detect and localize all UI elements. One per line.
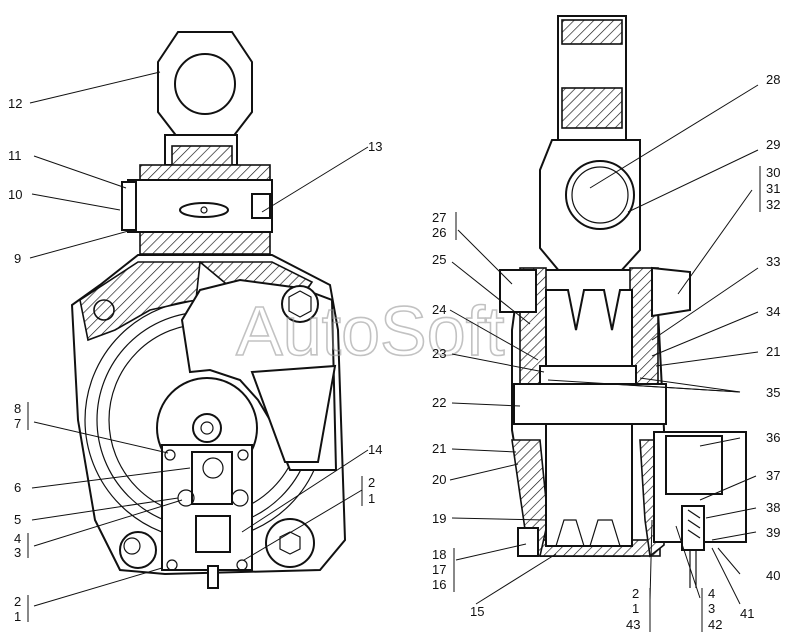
label-17: 17 bbox=[432, 562, 446, 577]
label-30: 30 bbox=[766, 165, 780, 180]
leader-lines bbox=[27, 71, 761, 632]
part-labels: 12 11 10 9 13 8 7 6 5 4 3 14 2 1 2 1 28 … bbox=[8, 72, 780, 632]
label-39: 39 bbox=[766, 525, 780, 540]
label-3-right: 3 bbox=[708, 601, 715, 616]
label-42: 42 bbox=[708, 617, 722, 632]
label-19: 19 bbox=[432, 511, 446, 526]
label-37: 37 bbox=[766, 468, 780, 483]
label-2-right: 2 bbox=[632, 586, 639, 601]
label-27: 27 bbox=[432, 210, 446, 225]
label-18: 18 bbox=[432, 547, 446, 562]
left-view bbox=[70, 31, 347, 589]
label-25: 25 bbox=[432, 252, 446, 267]
label-33: 33 bbox=[766, 254, 780, 269]
label-15: 15 bbox=[470, 604, 484, 619]
label-34: 34 bbox=[766, 304, 780, 319]
label-38: 38 bbox=[766, 500, 780, 515]
label-4-right: 4 bbox=[708, 586, 715, 601]
label-2-lower: 2 bbox=[14, 594, 21, 609]
label-11: 11 bbox=[8, 148, 22, 163]
label-24: 24 bbox=[432, 302, 446, 317]
label-23: 23 bbox=[432, 346, 446, 361]
right-view bbox=[499, 15, 747, 588]
label-5: 5 bbox=[14, 512, 21, 527]
label-3: 3 bbox=[14, 545, 21, 560]
label-20: 20 bbox=[432, 472, 446, 487]
label-13: 13 bbox=[368, 139, 382, 154]
label-40: 40 bbox=[766, 568, 780, 583]
label-41: 41 bbox=[740, 606, 754, 621]
label-31: 31 bbox=[766, 181, 780, 196]
label-35: 35 bbox=[766, 385, 780, 400]
label-14: 14 bbox=[368, 442, 382, 457]
label-21-lower: 21 bbox=[432, 441, 446, 456]
label-1-right: 1 bbox=[632, 601, 639, 616]
label-10: 10 bbox=[8, 187, 22, 202]
label-28: 28 bbox=[766, 72, 780, 87]
label-22: 22 bbox=[432, 395, 446, 410]
label-1-upper: 1 bbox=[368, 491, 375, 506]
label-32: 32 bbox=[766, 197, 780, 212]
label-26: 26 bbox=[432, 225, 446, 240]
label-29: 29 bbox=[766, 137, 780, 152]
label-36: 36 bbox=[766, 430, 780, 445]
label-6: 6 bbox=[14, 480, 21, 495]
label-7: 7 bbox=[14, 416, 21, 431]
label-16: 16 bbox=[432, 577, 446, 592]
label-21-upper: 21 bbox=[766, 344, 780, 359]
label-9: 9 bbox=[14, 251, 21, 266]
label-4: 4 bbox=[14, 531, 21, 546]
watermark: AutoSoft bbox=[236, 292, 505, 370]
label-12: 12 bbox=[8, 96, 22, 111]
label-2-upper: 2 bbox=[368, 475, 375, 490]
label-8: 8 bbox=[14, 401, 21, 416]
label-1-lower: 1 bbox=[14, 609, 21, 624]
label-43: 43 bbox=[626, 617, 640, 632]
